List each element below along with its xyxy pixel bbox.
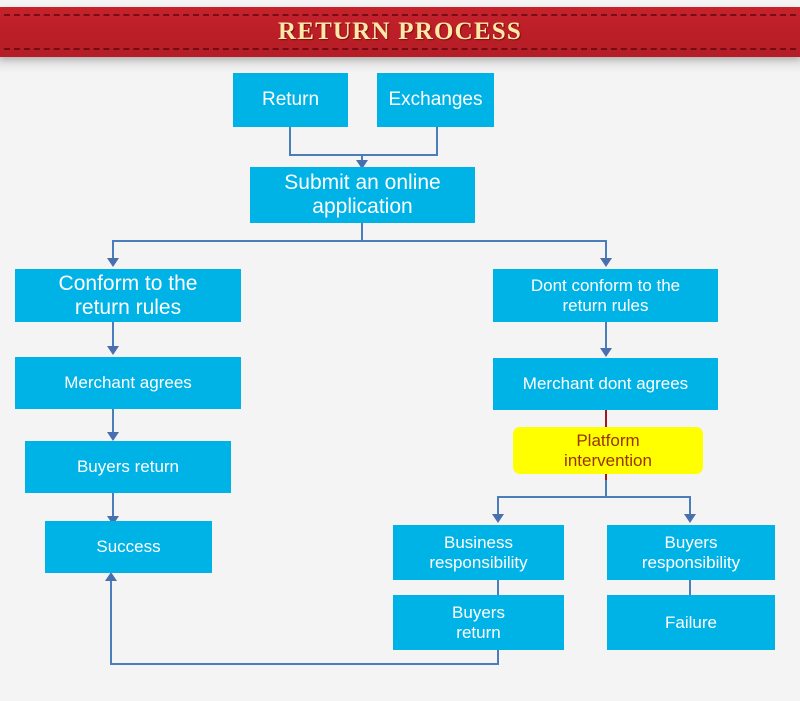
arrowhead-to-dont-conform [600,258,612,267]
arrowhead-to-business-responsibility [492,514,504,523]
connector-dontconform-to-merchant [605,322,607,352]
node-platform-intervention[interactable]: Platform intervention [513,427,703,474]
connector-loop-down [497,650,499,665]
arrowhead-to-merchant-dont-agrees [600,348,612,357]
connector-submit-down [361,223,363,242]
arrowhead-to-buyers-responsibility [684,514,696,523]
connector-buyersresp-down [689,496,691,518]
arrowhead-loop-to-success [105,572,117,581]
connector-split-left-down [112,240,114,262]
connector-responsibility-split [497,496,691,498]
connector-merge-horizontal [289,154,438,156]
connector-platform-down [605,480,607,498]
connector-exchanges-down [436,127,438,156]
node-conform-to-return-rules[interactable]: Conform to the return rules [15,269,241,322]
connector-split-right-down [605,240,607,262]
node-exchanges[interactable]: Exchanges [377,73,494,127]
header-shadow [0,57,800,73]
connector-business-down [497,496,499,518]
connector-conform-to-merchant [112,322,114,350]
connector-business-to-buyersreturn [497,580,499,596]
node-return[interactable]: Return [233,73,348,127]
header-banner: RETURN PROCESS [0,7,800,57]
arrowhead-to-conform [107,258,119,267]
node-success[interactable]: Success [45,521,212,573]
arrowhead-to-buyers-return-left [107,432,119,441]
connector-loop-up [110,580,112,665]
node-submit-application[interactable]: Submit an online application [250,167,475,223]
node-dont-conform-to-return-rules[interactable]: Dont conform to the return rules [493,269,718,322]
node-failure[interactable]: Failure [607,595,775,650]
connector-loop-horizontal [110,663,499,665]
node-buyers-return-left[interactable]: Buyers return [25,441,231,493]
connector-return-down [289,127,291,156]
node-merchant-agrees[interactable]: Merchant agrees [15,357,241,409]
arrowhead-to-submit [356,160,368,169]
connector-buyersresp-to-failure [689,580,691,596]
node-buyers-return-right[interactable]: Buyers return [393,595,564,650]
connector-split-horizontal [112,240,607,242]
connector-merchant-to-buyersreturn [112,408,114,436]
connector-buyersreturn-to-success [112,492,114,520]
page-title: RETURN PROCESS [278,18,522,45]
node-merchant-dont-agrees[interactable]: Merchant dont agrees [493,358,718,410]
arrowhead-to-merchant-agrees [107,346,119,355]
arrowhead-to-success [107,516,119,525]
node-business-responsibility[interactable]: Business responsibility [393,525,564,580]
node-buyers-responsibility[interactable]: Buyers responsibility [607,525,775,580]
